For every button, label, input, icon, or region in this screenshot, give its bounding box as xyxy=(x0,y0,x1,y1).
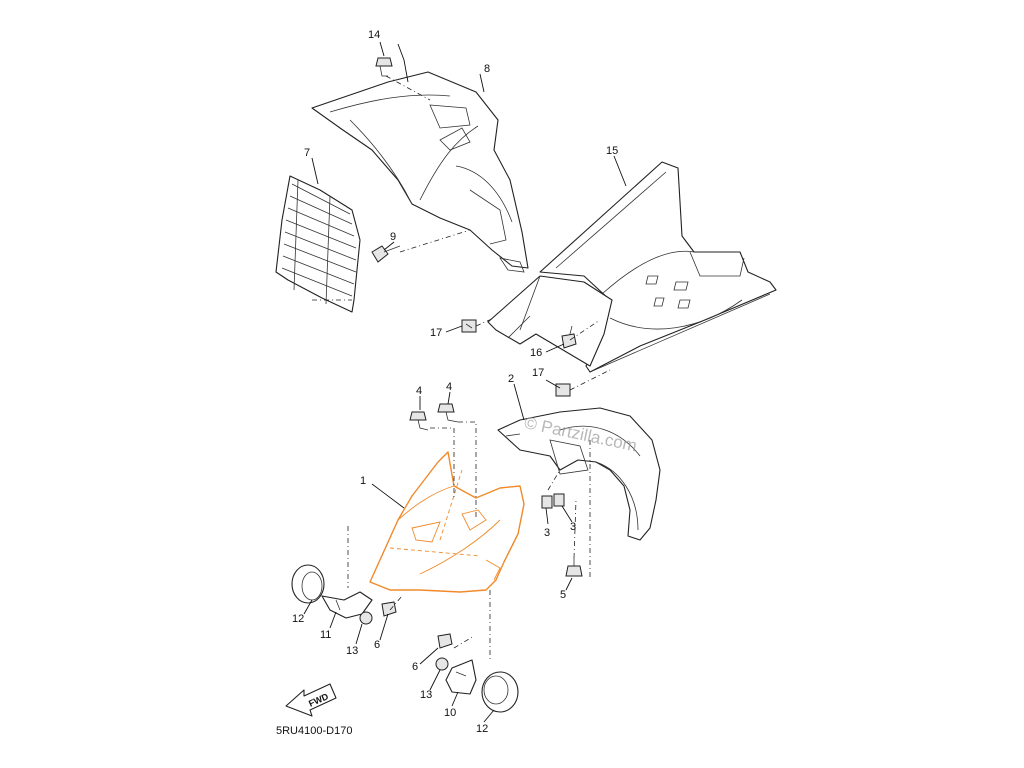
leader-lines xyxy=(303,41,627,723)
callout-6-right: 6 xyxy=(412,661,418,673)
callout-3-left: 3 xyxy=(544,527,550,539)
part-6-bolt-right[interactable] xyxy=(437,633,453,649)
part-8-upper-cowl[interactable] xyxy=(311,71,529,273)
callout-12-right: 12 xyxy=(476,723,488,735)
assembly-lines xyxy=(312,75,611,660)
callout-16: 16 xyxy=(530,347,542,359)
part-14-screw[interactable] xyxy=(375,57,393,77)
callout-12-left: 12 xyxy=(292,613,304,625)
part-13-collar-right[interactable] xyxy=(435,657,449,671)
part-11-bracket-left[interactable] xyxy=(321,591,373,619)
part-17-nut-lower[interactable] xyxy=(555,383,571,397)
callout-7: 7 xyxy=(304,147,310,159)
part-12-reflector-right[interactable] xyxy=(481,671,519,713)
part-3-nut-right[interactable] xyxy=(553,493,565,507)
callout-13-left: 13 xyxy=(346,645,358,657)
callout-6-left: 6 xyxy=(374,639,380,651)
callout-17-upper: 17 xyxy=(430,327,442,339)
callout-labels: 14 8 7 15 9 17 16 17 2 4 4 1 3 3 5 12 11… xyxy=(292,29,618,735)
callout-13-right: 13 xyxy=(420,689,432,701)
callout-4-left: 4 xyxy=(416,385,422,397)
callout-14: 14 xyxy=(368,29,380,41)
part-12-reflector-left[interactable] xyxy=(291,564,325,604)
callout-17-lower: 17 xyxy=(532,367,544,379)
diagram-code: 5RU4100-D170 xyxy=(276,725,352,737)
callout-9: 9 xyxy=(390,231,396,243)
part-13-collar-left[interactable] xyxy=(359,611,373,625)
part-6-bolt-left[interactable] xyxy=(381,601,397,617)
part-4-bolt-left[interactable] xyxy=(409,411,429,431)
callout-10: 10 xyxy=(444,707,456,719)
callout-2: 2 xyxy=(508,373,514,385)
callout-4-right: 4 xyxy=(446,381,452,393)
callout-5: 5 xyxy=(560,589,566,601)
callout-3-right: 3 xyxy=(570,521,576,533)
part-4-bolt-right[interactable] xyxy=(437,403,459,423)
part-15-front-bracket[interactable] xyxy=(487,275,613,367)
callout-15: 15 xyxy=(606,145,618,157)
callout-8: 8 xyxy=(484,63,490,75)
part-1-front-fender-highlighted[interactable] xyxy=(369,451,525,593)
callout-11: 11 xyxy=(320,629,331,641)
fwd-arrow-icon: FWD xyxy=(285,683,337,717)
part-3-nut-left[interactable] xyxy=(541,495,553,509)
part-17-nut-upper[interactable] xyxy=(461,319,477,333)
part-5-bolt[interactable] xyxy=(565,558,583,577)
part-2-fender[interactable] xyxy=(497,407,661,541)
callout-1: 1 xyxy=(360,475,366,487)
part-10-bracket-right[interactable] xyxy=(445,659,477,695)
part-7-grille[interactable] xyxy=(275,175,361,313)
